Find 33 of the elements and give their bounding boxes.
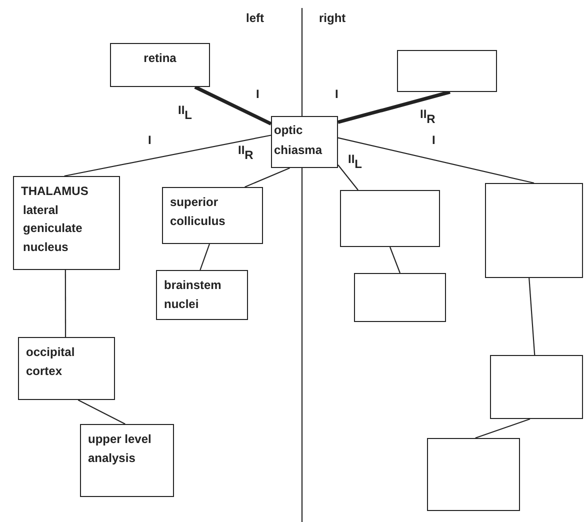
pathway-label: I — [256, 88, 260, 100]
double-line-connector — [194, 85, 272, 126]
structure-box: brainstem nuclei — [156, 270, 248, 320]
empty-box — [397, 50, 497, 92]
connector-line — [64, 270, 66, 337]
box-heading: THALAMUS — [21, 183, 90, 200]
connector-line — [528, 278, 536, 356]
empty-box — [354, 273, 446, 322]
pathway-label: I — [148, 134, 152, 146]
empty-box — [490, 355, 583, 419]
empty-box — [485, 183, 583, 278]
structure-box: occipital cortex — [18, 337, 115, 400]
connector-line — [200, 244, 210, 270]
connector-line — [338, 164, 358, 190]
side-label: left — [246, 12, 264, 24]
structure-box: retina — [110, 43, 210, 87]
structure-box: superior colliculus — [162, 187, 263, 244]
pathway-label: I — [432, 134, 436, 146]
box-text: lateral geniculate nucleus — [22, 202, 84, 256]
side-label: right — [319, 12, 346, 24]
connector-line — [475, 418, 530, 439]
connector-line — [244, 168, 290, 188]
connector-line — [389, 246, 401, 274]
connector-line — [64, 134, 272, 177]
pathway-label: I — [335, 88, 338, 100]
connector-line — [78, 400, 126, 424]
empty-box — [427, 438, 520, 511]
structure-box: optic chiasma — [271, 116, 338, 168]
structure-box — [13, 176, 120, 270]
connector-line — [338, 137, 534, 184]
double-line-connector — [338, 90, 450, 124]
empty-box — [340, 190, 440, 247]
structure-box: upper level analysis — [80, 424, 174, 497]
